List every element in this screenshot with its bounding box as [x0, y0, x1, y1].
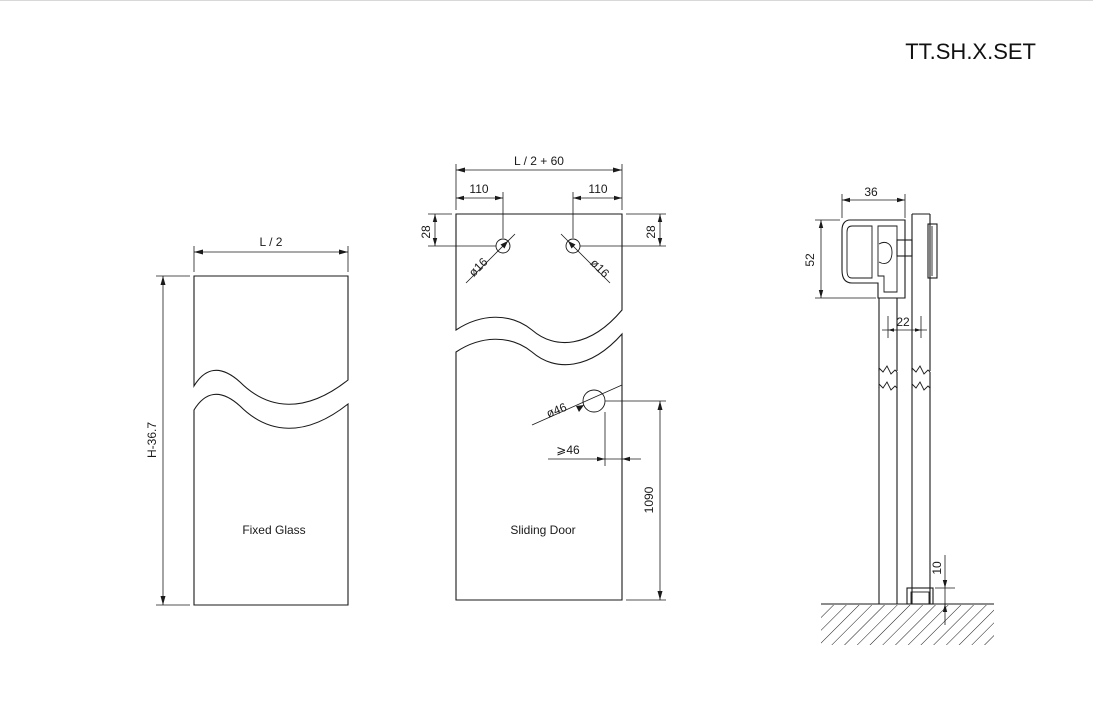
sliding-door-panel: Sliding Door — [455, 213, 623, 601]
handle-diameter-label: ø46 — [544, 400, 569, 421]
hole-offset-right-label: 110 — [588, 182, 607, 196]
sliding-door-label: Sliding Door — [510, 523, 575, 537]
top-border — [0, 0, 1093, 1]
sliding-width-label: L / 2 + 60 — [514, 154, 564, 168]
hole-offset-left-label: 110 — [469, 182, 488, 196]
floor-gap-label: 10 — [930, 561, 944, 575]
hole-diameter-right-label: ø16 — [588, 256, 613, 281]
glass-gap-label: 22 — [896, 315, 910, 329]
hole-top-left-label: 28 — [419, 225, 433, 239]
fixed-height-label: H-36.7 — [145, 422, 159, 458]
product-code: TT.SH.X.SET — [905, 39, 1036, 64]
floor-gap-dimension: 10 — [930, 555, 955, 625]
fixed-glass-label: Fixed Glass — [242, 523, 305, 537]
handle-edge-dimension: ⩾46 — [548, 406, 641, 466]
glass-gap-dimension: 22 — [882, 315, 927, 338]
fixed-width-label: L / 2 — [260, 235, 283, 249]
hole-diameter-leaders: ø16 ø16 — [465, 233, 613, 284]
hole-top-dimensions: 28 28 — [419, 213, 666, 247]
hole-top-right-label: 28 — [644, 225, 658, 239]
rail-width-dimension: 36 — [841, 185, 906, 218]
handle-diameter-leader: ø46 — [531, 384, 623, 426]
break-marks — [874, 365, 936, 391]
rail-width-label: 36 — [864, 185, 878, 199]
handle-height-label: 1090 — [642, 486, 656, 513]
hole-diameter-left-label: ø16 — [466, 255, 491, 280]
handle-height-dimension: 1090 — [605, 400, 666, 601]
rail-profile — [841, 219, 906, 299]
fixed-width-dimension: L / 2 — [193, 235, 349, 272]
handle-edge-label: ⩾46 — [556, 443, 580, 457]
floor-hatch — [821, 605, 994, 645]
fixed-height-dimension: H-36.7 — [145, 275, 190, 606]
rail-height-dimension: 52 — [803, 219, 876, 299]
hole-offset-dimensions: 110 110 — [456, 182, 622, 238]
fixed-glass-panel: Fixed Glass — [193, 275, 349, 606]
side-view — [821, 213, 994, 645]
rail-height-label: 52 — [803, 253, 817, 267]
sliding-width-dimension: L / 2 + 60 — [455, 154, 623, 210]
